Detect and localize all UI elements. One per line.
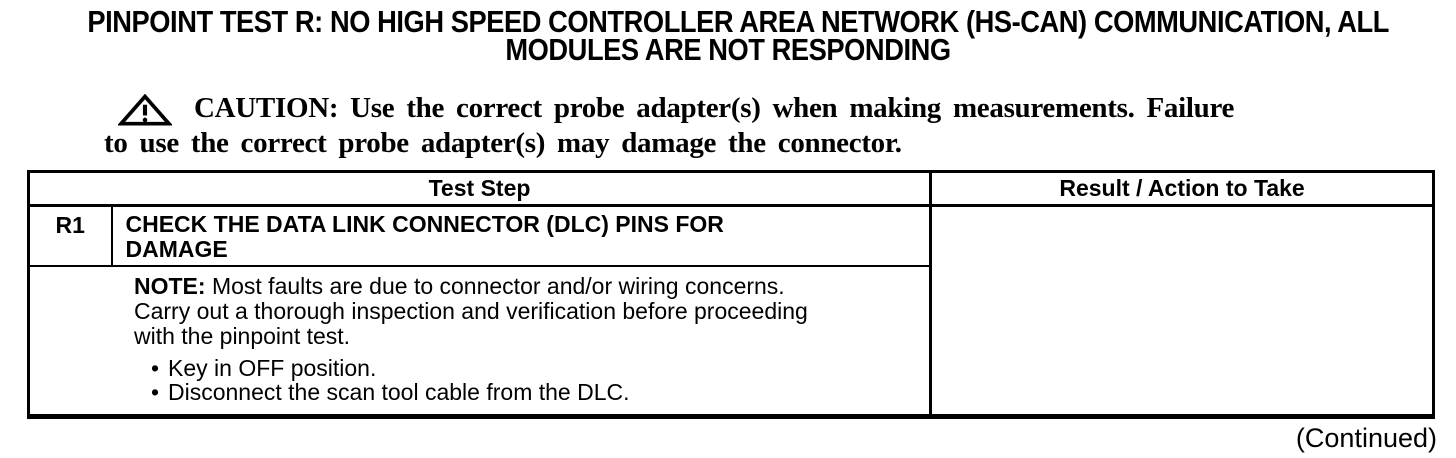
- column-header-result-action: Result / Action to Take: [929, 171, 1434, 207]
- table-header-row: Test Step Result / Action to Take: [28, 171, 1434, 207]
- step-note: NOTE: Most faults are due to connector a…: [134, 272, 899, 349]
- caution-note: CAUTION: Use the correct probe adapter(s…: [104, 92, 1416, 160]
- caution-label: CAUTION:: [194, 92, 339, 124]
- note-line-1-text: Most faults are due to connector and/or …: [205, 272, 785, 299]
- list-item: • Key in OFF position.: [134, 356, 899, 380]
- bullet-text: Disconnect the scan tool cable from the …: [168, 378, 630, 405]
- column-header-test-step: Test Step: [28, 171, 931, 207]
- step-title-cell: CHECK THE DATA LINK CONNECTOR (DLC) PINS…: [111, 205, 931, 267]
- step-body-cell: NOTE: Most faults are due to connector a…: [29, 266, 931, 417]
- page-title-line-1: PINPOINT TEST R: NO HIGH SPEED CONTROLLE…: [87, 4, 1389, 39]
- continued-note: (Continued): [1295, 422, 1437, 453]
- list-item: • Disconnect the scan tool cable from th…: [134, 380, 899, 404]
- note-line-2: Carry out a thorough inspection and veri…: [134, 297, 808, 324]
- note-line-3: with the pinpoint test.: [134, 322, 351, 349]
- step-title-line-2: DAMAGE: [125, 236, 228, 262]
- note-line-1: NOTE: Most faults are due to connector a…: [134, 272, 899, 299]
- note-label: NOTE:: [134, 272, 206, 299]
- bullet-icon: •: [151, 378, 160, 405]
- bullet-text: Key in OFF position.: [168, 354, 377, 381]
- caution-text-rest: Use the correct probe adapter(s) when ma…: [338, 92, 1235, 124]
- warning-triangle-icon: [118, 94, 172, 126]
- caution-text: CAUTION: Use the correct probe adapter(s…: [194, 92, 1234, 125]
- step-bullet-list: • Key in OFF position. • Disconnect the …: [134, 356, 899, 404]
- caution-line-2: to use the correct probe adapter(s) may …: [104, 127, 902, 159]
- step-id-cell: R1: [28, 205, 113, 267]
- bullet-icon: •: [151, 354, 160, 381]
- step-title-row: R1 CHECK THE DATA LINK CONNECTOR (DLC) P…: [28, 205, 1434, 416]
- step-body-row: NOTE: Most faults are due to connector a…: [29, 266, 1434, 417]
- page-title-line-2: MODULES ARE NOT RESPONDING: [505, 32, 951, 67]
- caution-line-1: CAUTION: Use the correct probe adapter(s…: [104, 92, 1416, 127]
- page-title: PINPOINT TEST R: NO HIGH SPEED CONTROLLE…: [0, 0, 1456, 67]
- step-title-line-1: CHECK THE DATA LINK CONNECTOR (DLC) PINS…: [125, 211, 724, 237]
- result-action-cell: [929, 205, 1434, 416]
- pinpoint-test-table: Test Step Result / Action to Take R1 CHE…: [27, 170, 1436, 419]
